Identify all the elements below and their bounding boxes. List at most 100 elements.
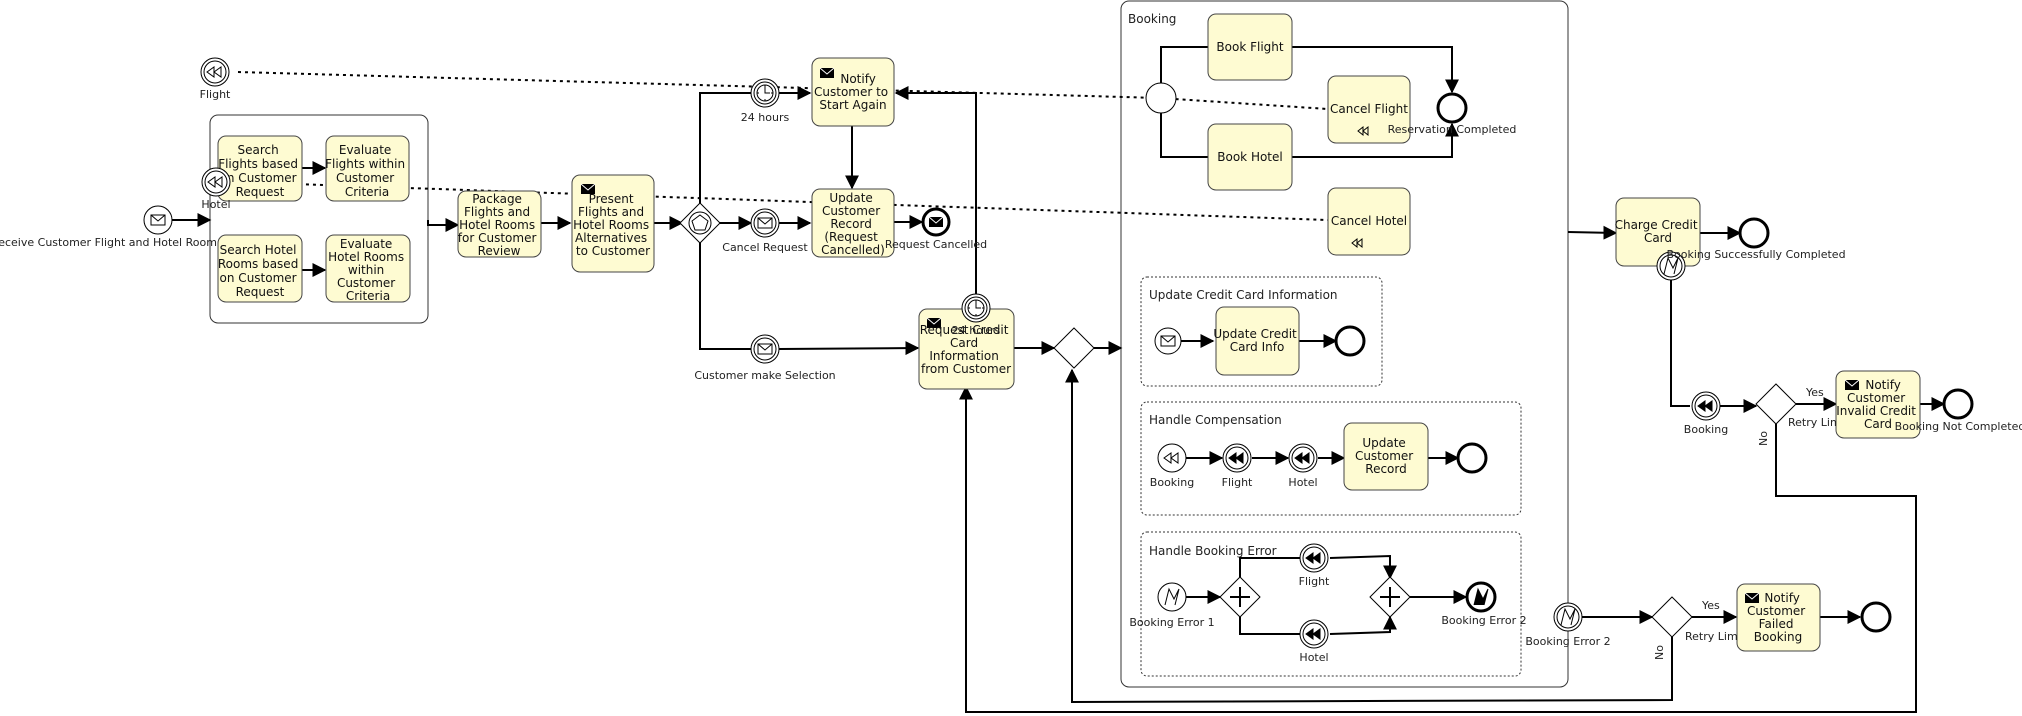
compensation-marker-icon	[1351, 237, 1363, 249]
label-hotel: Hotel	[201, 198, 230, 211]
sequence-flows	[172, 46, 1946, 713]
end-event-failed-booking[interactable]	[1860, 601, 1892, 633]
task-update-record-cancelled-label: Update Customer Record (Request Cancelle…	[821, 191, 885, 257]
timer-event-24-hours-boundary[interactable]	[961, 293, 991, 323]
end-event-request-cancelled[interactable]	[921, 207, 951, 237]
task-request-card-info-label: Request Credit Card Information from Cus…	[920, 323, 1012, 376]
task-notify-failed-booking[interactable]: Notify Customer Failed Booking	[1736, 583, 1821, 652]
end-event-compensation[interactable]	[1456, 442, 1488, 474]
label-booking-error-1: Booking Error 1	[1129, 616, 1214, 629]
timer-event-24-hours-top[interactable]	[750, 78, 780, 108]
envelope-icon	[1160, 335, 1176, 347]
envelope-icon	[757, 343, 773, 355]
task-notify-start-again[interactable]: Notify Customer to Start Again	[811, 57, 895, 127]
task-cancel-hotel[interactable]: Cancel Hotel	[1327, 187, 1411, 256]
label-booking-error-2: Booking Error 2	[1441, 614, 1526, 627]
parallel-gateway-join[interactable]	[1369, 576, 1411, 618]
label-booking-not-completed: Booking Not Completed	[1895, 420, 2022, 433]
envelope-icon	[580, 183, 596, 194]
task-evaluate-flights-label: Evaluate Flights within Customer Criteri…	[325, 143, 409, 199]
label-err-hotel: Hotel	[1299, 651, 1328, 664]
task-charge-credit-card-label: Charge Credit Card	[1615, 218, 1702, 245]
task-present-alternatives[interactable]: Present Flights and Hotel Rooms Alternat…	[571, 174, 655, 273]
compensation-throw-flight-error[interactable]	[1299, 543, 1329, 573]
event-based-gateway[interactable]	[679, 202, 721, 244]
booking-error-subprocess-label: Handle Booking Error	[1149, 544, 1277, 558]
label-no-2: No	[1653, 645, 1666, 660]
clock-icon	[757, 85, 773, 101]
label-retry-limit-2: Retry Limit Reached?	[1685, 630, 1802, 643]
task-update-record-cancelled[interactable]: Update Customer Record (Request Cancelle…	[811, 188, 895, 258]
label-booking-success: Booking Successfully Completed	[1666, 248, 1845, 261]
envelope-icon	[1844, 379, 1860, 390]
clock-icon	[968, 300, 984, 316]
merge-gateway[interactable]	[1053, 327, 1095, 369]
compensation-subprocess[interactable]	[1140, 401, 1522, 516]
compensation-start-booking[interactable]	[1157, 443, 1187, 473]
compensation-throw-hotel-error[interactable]	[1299, 619, 1329, 649]
error-start-booking-error-1[interactable]	[1157, 582, 1187, 612]
compensation-throw-hotel[interactable]	[1288, 443, 1318, 473]
task-package-review[interactable]: Package Flights and Hotel Rooms for Cust…	[457, 190, 542, 258]
label-24-hours-boundary: 24 hours	[952, 324, 1001, 337]
message-event-customer-selection[interactable]	[750, 334, 780, 364]
task-package-review-label: Package Flights and Hotel Rooms for Cust…	[458, 192, 540, 258]
label-no-1: No	[1757, 431, 1770, 446]
error-end-booking-error-2[interactable]	[1465, 581, 1497, 613]
task-notify-invalid-card-label: Notify Customer Invalid Credit Card	[1836, 378, 1920, 431]
error-boundary-booking-error-2[interactable]	[1553, 602, 1583, 632]
update-card-subprocess-label: Update Credit Card Information	[1149, 288, 1338, 302]
task-search-hotels-label: Search Hotel Rooms based on Customer Req…	[218, 243, 302, 299]
gateway-retry-limit-2[interactable]	[1651, 596, 1693, 638]
message-event-cancel-request[interactable]	[750, 208, 780, 238]
compensation-event-flight[interactable]	[200, 57, 230, 87]
task-charge-credit-card[interactable]: Charge Credit Card	[1615, 197, 1702, 267]
task-book-flight[interactable]: Book Flight	[1207, 13, 1293, 81]
booking-subprocess-label: Booking	[1128, 12, 1176, 26]
end-event-booking-success[interactable]	[1738, 217, 1770, 249]
compensation-marker-icon	[1357, 125, 1369, 137]
parallel-gateway-split[interactable]	[1219, 576, 1261, 618]
task-cancel-flight-label: Cancel Flight	[1330, 102, 1408, 116]
envelope-icon	[928, 216, 944, 227]
task-search-hotels[interactable]: Search Hotel Rooms based on Customer Req…	[217, 234, 303, 303]
error-boundary-charge-card[interactable]	[1656, 251, 1686, 281]
label-booking-error-2-boundary: Booking Error 2	[1525, 635, 1610, 648]
envelope-icon	[1744, 592, 1760, 603]
task-evaluate-hotels[interactable]: Evaluate Hotel Rooms within Customer Cri…	[325, 234, 411, 303]
task-update-card-info[interactable]: Update Credit Card Info	[1213, 306, 1300, 376]
end-event-reservation-completed[interactable]	[1436, 92, 1468, 124]
task-update-customer-record-label: Update Customer Record	[1355, 436, 1417, 476]
label-request-cancelled: Request Cancelled	[885, 238, 987, 251]
task-evaluate-flights[interactable]: Evaluate Flights within Customer Criteri…	[325, 135, 410, 202]
task-search-flights[interactable]: Search Flights based on Customer Request	[217, 135, 303, 202]
task-cancel-flight[interactable]: Cancel Flight	[1327, 75, 1411, 144]
task-search-flights-label: Search Flights based on Customer Request	[218, 143, 302, 199]
compensation-event-hotel[interactable]	[201, 167, 231, 197]
envelope-icon	[819, 67, 835, 78]
task-present-alternatives-label: Present Flights and Hotel Rooms Alternat…	[573, 192, 653, 258]
task-evaluate-hotels-label: Evaluate Hotel Rooms within Customer Cri…	[328, 237, 408, 303]
end-event-booking-not-completed[interactable]	[1942, 388, 1974, 420]
label-reservation-completed: Reservation Completed	[1388, 123, 1517, 136]
start-event-receive[interactable]	[143, 205, 173, 235]
task-update-customer-record[interactable]: Update Customer Record	[1343, 422, 1429, 491]
task-request-card-info[interactable]: Request Credit Card Information from Cus…	[918, 308, 1015, 390]
end-event-update-card[interactable]	[1334, 325, 1366, 357]
task-book-hotel[interactable]: Book Hotel	[1207, 123, 1293, 191]
task-update-card-info-label: Update Credit Card Info	[1213, 327, 1300, 354]
label-yes-2: Yes	[1701, 599, 1720, 612]
task-notify-invalid-card[interactable]: Notify Customer Invalid Credit Card	[1835, 370, 1921, 439]
booking-error-subprocess[interactable]	[1140, 531, 1522, 677]
message-start-update-card[interactable]	[1154, 327, 1182, 355]
task-cancel-hotel-label: Cancel Hotel	[1331, 214, 1407, 228]
label-yes-1: Yes	[1805, 386, 1824, 399]
gateway-retry-limit-1[interactable]	[1755, 383, 1797, 425]
task-notify-failed-booking-label: Notify Customer Failed Booking	[1747, 591, 1809, 644]
label-err-flight: Flight	[1299, 575, 1330, 588]
compensation-throw-booking[interactable]	[1691, 391, 1721, 421]
compensation-throw-flight[interactable]	[1222, 443, 1252, 473]
event-gateway-booking[interactable]	[1145, 82, 1177, 114]
label-booking-boundary: Booking	[1684, 423, 1728, 436]
label-receive-request: Receive Customer Flight and Hotel Room	[0, 236, 217, 249]
